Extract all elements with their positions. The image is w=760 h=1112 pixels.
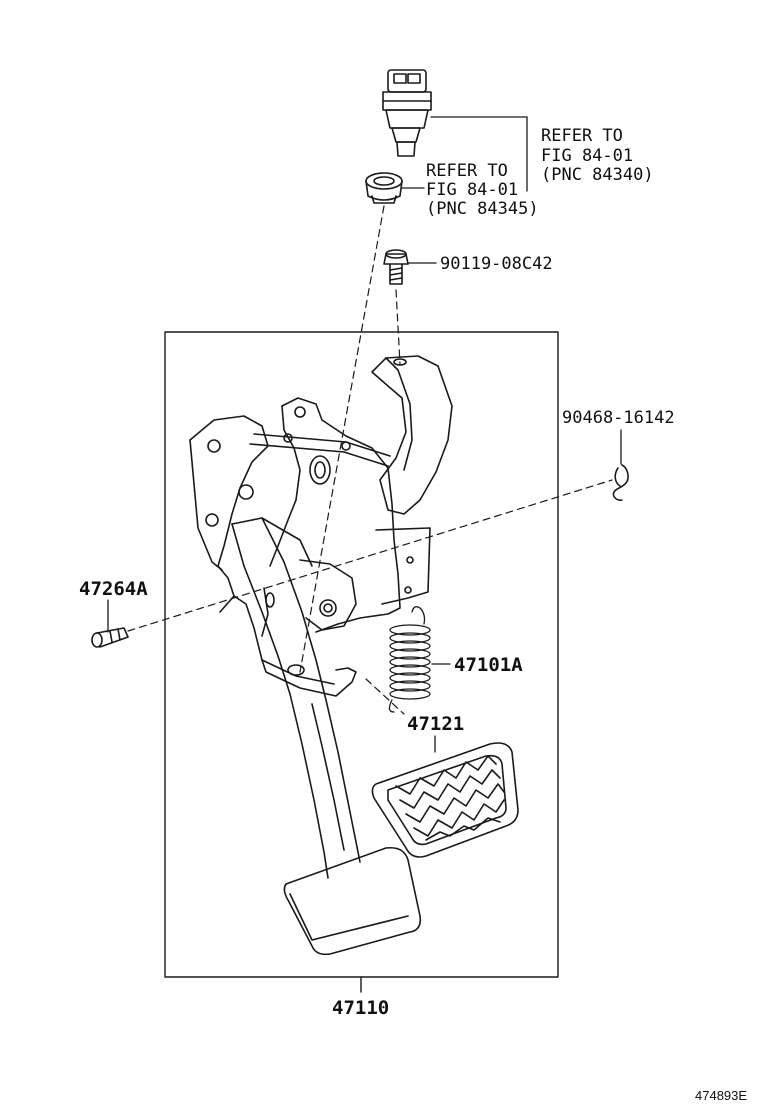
switch-ref-line1: REFER TO	[541, 126, 623, 146]
pedal-lever	[232, 518, 360, 878]
pedal-pad-mounted	[284, 848, 420, 955]
cushion-ref-line3: (PNC 84345)	[426, 199, 539, 219]
pedal-pad	[372, 743, 518, 857]
bolt	[384, 250, 408, 284]
cushion-ref-line1: REFER TO	[426, 161, 508, 181]
figure-id: 474893E	[695, 1088, 748, 1103]
bolt-part-number: 90119-08C42	[440, 254, 553, 274]
switch-ref-line3: (PNC 84340)	[541, 165, 654, 185]
switch-ref-line2: FIG 84-01	[541, 146, 634, 166]
spring-part-number: 47101A	[454, 654, 523, 676]
pin-part-number: 47264A	[79, 578, 148, 600]
clip-part-number: 90468-16142	[562, 408, 675, 428]
cushion-ref-line2: FIG 84-01	[426, 180, 519, 200]
pedal-pin	[92, 628, 128, 647]
stop-lamp-switch	[383, 70, 431, 156]
clip	[613, 465, 628, 500]
pad-part-number: 47121	[407, 713, 465, 735]
return-spring	[389, 607, 430, 712]
alignment-dashes	[127, 205, 613, 715]
stopper-cushion	[366, 173, 402, 203]
pedal-bracket	[190, 356, 452, 696]
assembly-part-number: 47110	[332, 997, 390, 1019]
